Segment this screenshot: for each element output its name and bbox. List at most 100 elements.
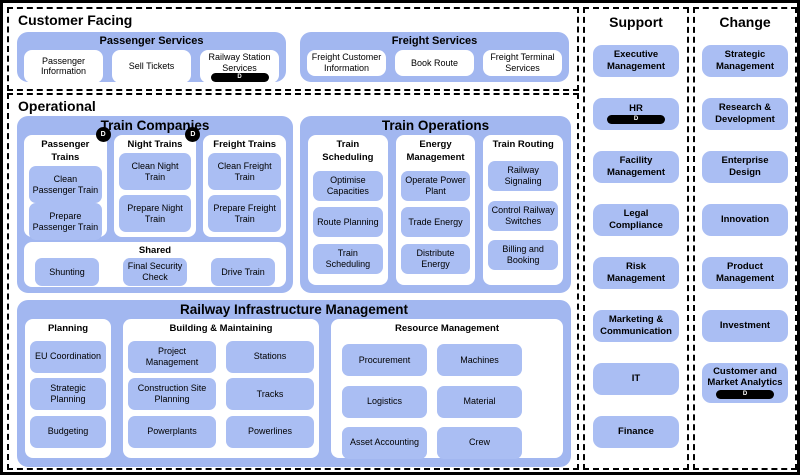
capability-box[interactable]: Operate Power Plant [400,170,471,201]
capability-box[interactable]: Research & Development [702,98,788,130]
capability-label: Drive Train [221,266,265,277]
train-operations-columns: Train Scheduling Optimise Capacities Rou… [300,135,571,285]
column-resource-management[interactable]: Resource Management Procurement Machines… [331,319,563,459]
capability-label: Asset Accounting [349,437,420,448]
capability-label: Freight Customer Information [311,52,382,73]
capability-box[interactable]: Executive Management [593,45,679,77]
capability-box[interactable]: Logistics [342,385,427,418]
capability-label: Railway Signaling [504,164,542,186]
column-title: Train Scheduling [322,139,374,163]
section-title: Operational [18,98,96,114]
capability-box[interactable]: Railway Signaling [488,160,559,191]
capability-box[interactable]: Facility Management [593,151,679,183]
capability-box[interactable]: Clean Passenger Train [29,166,102,203]
capability-box[interactable]: Billing and Booking [488,240,559,271]
column-title: Night Trains [127,139,183,150]
capability-label: Enterprise Design [721,155,769,178]
capability-box[interactable]: Book Route [395,50,474,76]
capability-box[interactable]: Investment [702,310,788,342]
capability-box[interactable]: Optimise Capacities [313,170,383,201]
section-title: Customer Facing [18,12,133,28]
capability-label: Material [463,396,496,407]
capability-label: Trade Energy [408,216,463,227]
capability-box[interactable]: Asset Accounting [342,426,427,459]
capability-box[interactable]: Product Management [702,257,788,289]
column-title: Shared [138,245,172,256]
capability-box[interactable]: Powerlines [226,415,314,448]
capability-box[interactable]: Legal Compliance [593,204,679,236]
capability-box[interactable]: Strategic Management [702,45,788,77]
capability-label: Crew [468,437,490,448]
capability-box[interactable]: Shunting [35,258,99,286]
capability-box[interactable]: Trade Energy [400,207,471,237]
column-shared[interactable]: Shared Shunting Final Security Check Dri… [24,242,286,287]
d-badge: D [95,127,111,142]
capability-box[interactable]: Passenger Information [24,50,103,83]
capability-box[interactable]: Prepare Night Train [118,195,192,232]
column-passenger-trains[interactable]: D Passenger Trains Clean Passenger Train… [24,127,111,240]
capability-box[interactable]: Tracks [226,378,314,410]
capability-box[interactable]: Prepare Freight Train [208,195,282,232]
capability-box[interactable]: Final Security Check [123,258,187,286]
capability-label: Shunting [49,266,85,277]
column-items: Shunting Final Security Check Drive Trai… [29,257,281,286]
capability-box[interactable]: IT [593,363,679,395]
group-items: Freight Customer Information Book Route … [307,50,562,76]
capability-box[interactable]: Route Planning [313,207,383,237]
column-title: Energy Management [406,139,465,163]
capability-box[interactable]: Innovation [702,204,788,236]
capability-box[interactable]: Clean Night Train [118,153,192,190]
capability-label: Strategic Management [715,49,775,72]
column-energy-management[interactable]: Energy Management Operate Power Plant Tr… [395,135,476,285]
capability-box[interactable]: Risk Management [593,257,679,289]
capability-box[interactable]: Enterprise Design [702,151,788,183]
group-train-companies[interactable]: Train Companies D Passenger Trains Clean… [17,116,293,293]
capability-box[interactable]: Project Management [128,340,216,373]
capability-box[interactable]: Marketing & Communication [593,310,679,342]
capability-box[interactable]: Distribute Energy [400,243,471,274]
column-freight-trains[interactable]: Freight Trains Clean Freight Train Prepa… [203,135,287,237]
capability-label: Clean Freight Train [217,160,272,182]
section-support: Support Executive Management HR D Facili… [583,7,689,470]
capability-box[interactable]: Finance [593,416,679,448]
capability-box[interactable]: Clean Freight Train [208,153,282,190]
group-title: Train Companies [100,118,210,133]
capability-box[interactable]: Material [437,385,522,418]
capability-label: Strategic Planning [50,383,86,404]
capability-box[interactable]: Freight Customer Information [307,50,386,76]
capability-box[interactable]: HR D [593,98,679,130]
capability-box[interactable]: Crew [437,426,522,459]
capability-box[interactable]: Railway Station Services D [200,50,279,83]
capability-label: Tracks [256,388,284,399]
column-train-routing[interactable]: Train Routing Railway Signaling Control … [483,135,564,285]
capability-box[interactable]: Control Railway Switches [488,200,559,231]
capability-box[interactable]: Train Scheduling [313,243,383,274]
column-building-maintaining[interactable]: Building & Maintaining Project Managemen… [123,319,319,458]
capability-box[interactable]: Customer and Market Analytics D [702,363,788,403]
capability-box[interactable]: Prepare Passenger Train [29,203,102,240]
capability-label: Book Route [410,57,459,68]
capability-box[interactable]: Freight Terminal Services [483,50,562,76]
capability-box[interactable]: Powerplants [128,415,216,448]
d-badge: D [185,127,201,142]
column-items: Procurement Machines Logistics Material … [342,335,522,468]
column-items: Clean Passenger Train Prepare Passenger … [29,164,102,240]
column-train-scheduling[interactable]: Train Scheduling Optimise Capacities Rou… [308,135,388,285]
capability-box[interactable]: Strategic Planning [30,378,106,410]
capability-box[interactable]: Stations [226,340,314,373]
capability-label: Sell Tickets [128,60,175,71]
capability-box[interactable]: Construction Site Planning [128,378,216,410]
capability-box[interactable]: EU Coordination [30,340,106,373]
column-planning[interactable]: Planning EU Coordination Strategic Plann… [25,319,111,458]
group-passenger-services[interactable]: Passenger Services Passenger Information… [17,32,286,83]
change-items: Strategic Management Research & Developm… [695,45,795,424]
group-railway-infrastructure-management[interactable]: Railway Infrastructure Management Planni… [17,300,571,467]
capability-box[interactable]: Drive Train [211,258,275,286]
capability-box[interactable]: Budgeting [30,415,106,448]
group-freight-services[interactable]: Freight Services Freight Customer Inform… [300,32,569,82]
column-night-trains[interactable]: D Night Trains Clean Night Train Prepare… [113,127,201,237]
capability-box[interactable]: Sell Tickets [112,50,191,83]
capability-box[interactable]: Procurement [342,344,427,377]
group-train-operations[interactable]: Train Operations Train Scheduling Optimi… [300,116,571,293]
capability-box[interactable]: Machines [437,344,522,377]
